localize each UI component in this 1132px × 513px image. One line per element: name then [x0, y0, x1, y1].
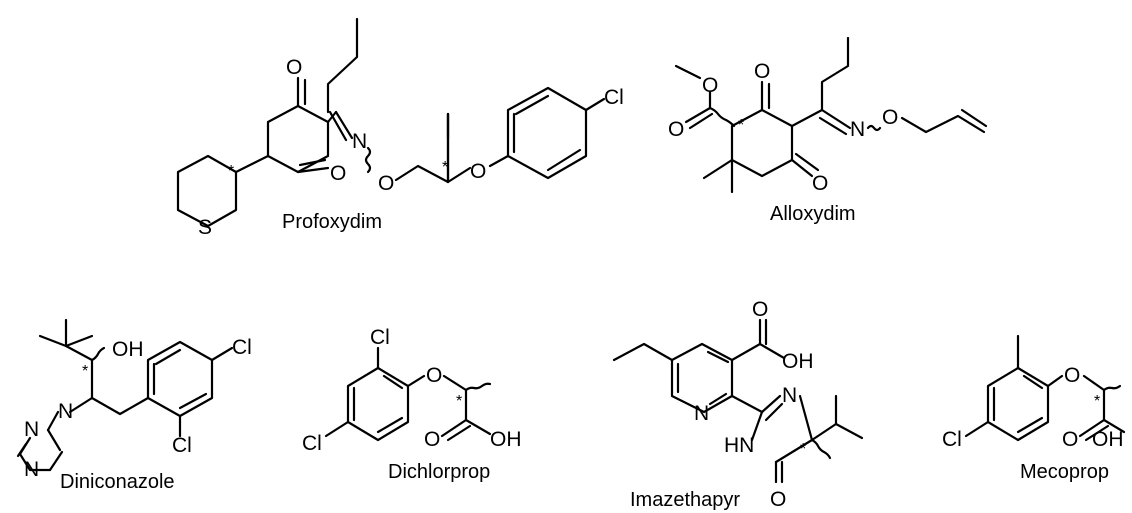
dichlorprop-stereo-star: *	[456, 393, 462, 410]
profoxydim-o-ether1: O	[378, 172, 394, 195]
profoxydim-n: N	[352, 130, 367, 153]
alloxydim-n: N	[850, 118, 865, 141]
imazethapyr-n-pyridine: N	[694, 402, 709, 425]
profoxydim-o-top: O	[286, 56, 302, 79]
alloxydim-o-methoxy: O	[702, 74, 718, 97]
alloxydim-o-top: O	[754, 60, 770, 83]
alloxydim-structure: O O O O N O * Alloxydim	[668, 36, 988, 225]
imazethapyr-o-carbonyl: O	[752, 298, 768, 321]
diniconazole-n1: N	[58, 400, 73, 423]
diniconazole-cl-para: Cl	[232, 336, 252, 359]
imazethapyr-oh: OH	[782, 350, 814, 373]
diniconazole-structure: OH Cl Cl N N N * Diniconazole	[16, 318, 252, 493]
profoxydim-name: Profoxydim	[282, 211, 382, 233]
diniconazole-n2: N	[24, 418, 39, 441]
imazethapyr-n-imidazole: N	[782, 384, 797, 407]
alloxydim-bonds	[674, 36, 988, 194]
diniconazole-cl-ortho: Cl	[172, 434, 192, 457]
dichlorprop-name: Dichlorprop	[388, 461, 490, 483]
diniconazole-stereo-star: *	[82, 363, 88, 380]
profoxydim-structure: O O N O O Cl S * * Profoxydim	[176, 17, 624, 239]
mecoprop-o-ether: O	[1064, 364, 1080, 387]
diniconazole-oh: OH	[112, 338, 144, 361]
imazethapyr-structure: O OH N N HN O * Imazethapyr	[612, 298, 864, 511]
dichlorprop-cl-ortho: Cl	[370, 326, 390, 349]
dichlorprop-o-ether: O	[426, 364, 442, 387]
imazethapyr-name: Imazethapyr	[630, 489, 740, 511]
diniconazole-bonds	[16, 318, 234, 472]
profoxydim-bonds	[176, 17, 606, 228]
alloxydim-o-carbonyl: O	[668, 118, 684, 141]
alloxydim-stereo-star: *	[738, 117, 744, 134]
alloxydim-o-bottom: O	[812, 172, 828, 195]
profoxydim-stereo-star-1: *	[228, 163, 234, 180]
dichlorprop-bonds	[324, 346, 492, 442]
profoxydim-s: S	[198, 216, 212, 239]
dichlorprop-oh: OH	[490, 428, 522, 451]
dichlorprop-o-carbonyl: O	[424, 428, 440, 451]
imazethapyr-stereo-star: *	[800, 441, 806, 458]
imazethapyr-hn: HN	[724, 434, 754, 457]
mecoprop-o-carbonyl: O	[1062, 428, 1078, 451]
imazethapyr-bonds	[612, 318, 864, 484]
mecoprop-structure: O Cl O OH * Mecoprop	[942, 334, 1126, 483]
profoxydim-o-bottom: O	[330, 162, 346, 185]
profoxydim-o-ether2: O	[470, 160, 486, 183]
mecoprop-name: Mecoprop	[1020, 461, 1109, 483]
profoxydim-cl: Cl	[604, 86, 624, 109]
diniconazole-name: Diniconazole	[60, 471, 175, 493]
alloxydim-name: Alloxydim	[770, 203, 856, 225]
dichlorprop-structure: Cl Cl O O OH * Dichlorprop	[302, 326, 522, 483]
mecoprop-oh: OH	[1092, 428, 1124, 451]
profoxydim-stereo-star-2: *	[442, 159, 448, 176]
mecoprop-stereo-star: *	[1094, 393, 1100, 410]
mecoprop-bonds	[964, 334, 1126, 442]
imazethapyr-o-ring: O	[770, 488, 786, 511]
alloxydim-o-ether: O	[882, 106, 898, 129]
mecoprop-cl: Cl	[942, 428, 962, 451]
diniconazole-n3: N	[24, 458, 39, 481]
dichlorprop-cl-para: Cl	[302, 432, 322, 455]
